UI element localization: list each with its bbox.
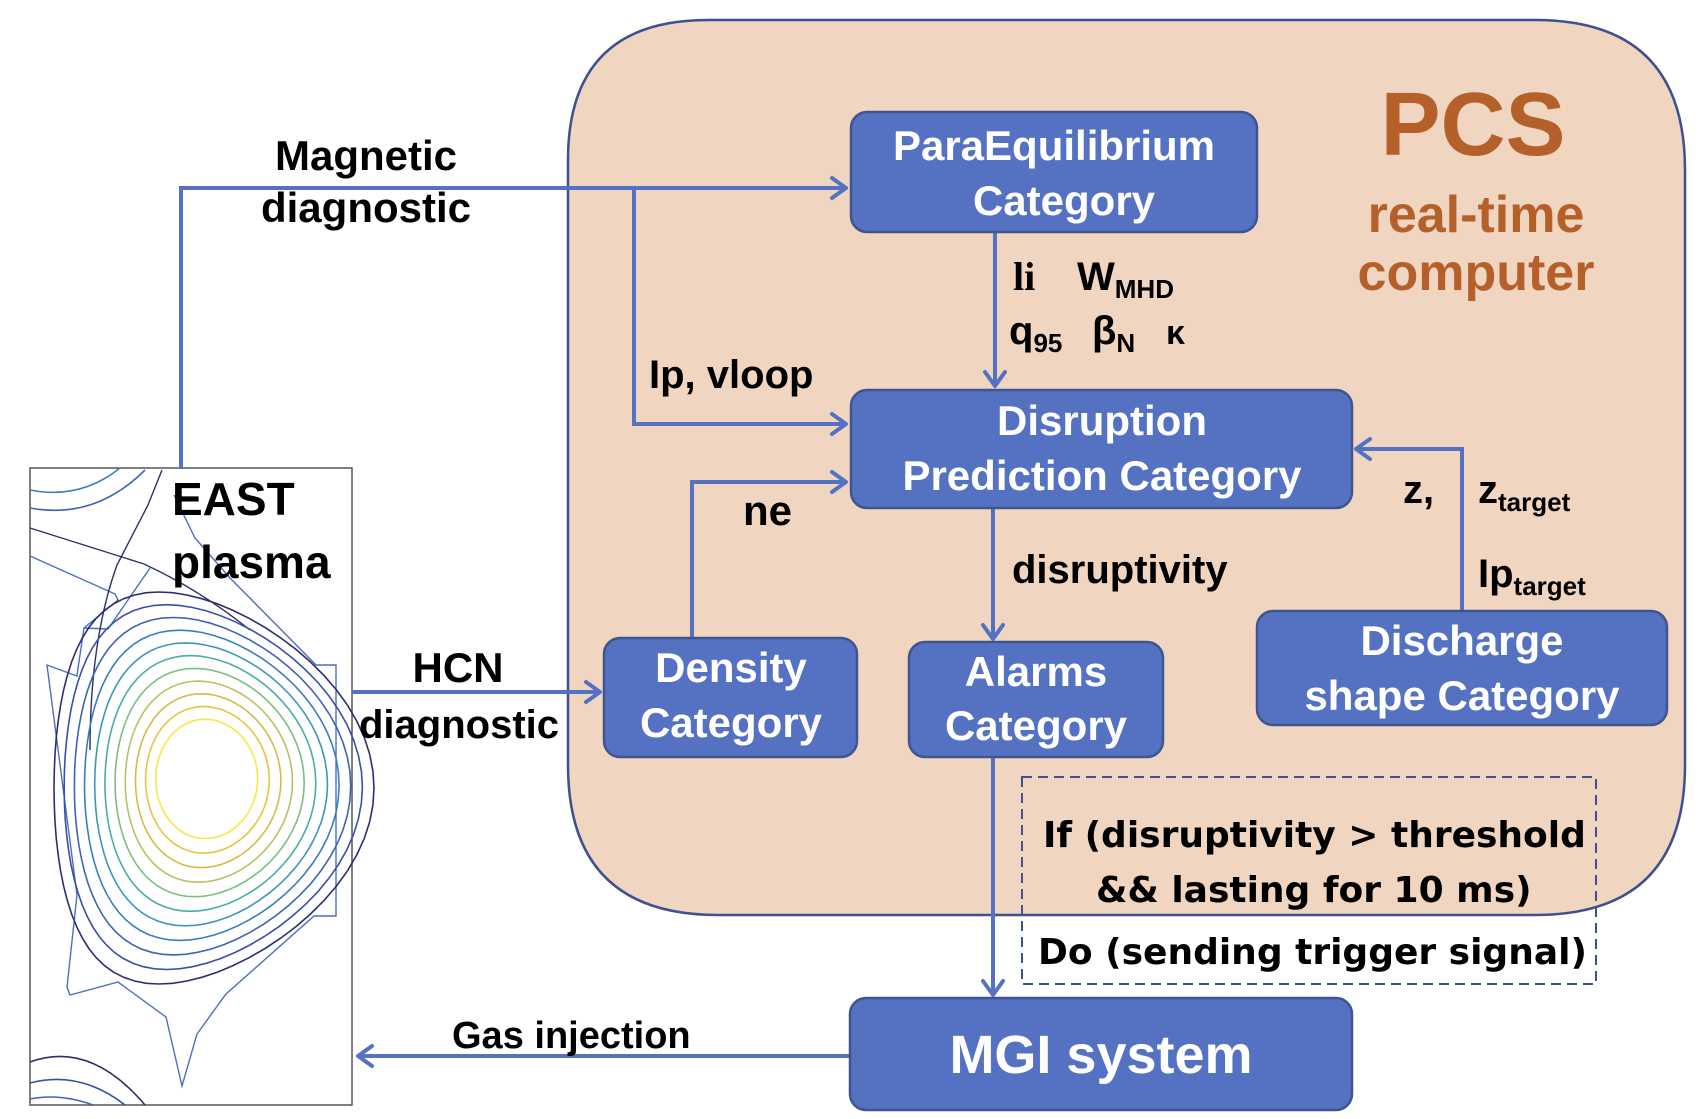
ip-vloop-label: Ip, vloop [649,353,813,397]
magnetic-label-line2: diagnostic [261,184,471,231]
alarms-label-line2: Category [945,702,1128,749]
flux-surface [124,680,294,884]
separatrix-leg [89,469,163,751]
flux-surface [53,591,375,985]
divertor-flux-arc [29,1096,94,1106]
discharge-label-line1: Discharge [1360,617,1563,664]
connectors [179,176,1464,1068]
hcn-label-line2: diagnostic [359,703,559,747]
density-box[interactable] [602,636,859,759]
discharge-shape-category[interactable]: Discharge shape Category [1255,609,1669,727]
density-label-line1: Density [655,644,807,691]
pcs-subtitle-line1: real-time [1368,186,1585,244]
alarms-label-line1: Alarms [965,648,1107,695]
param-beta: β [1092,309,1116,353]
trigger-logic-line1: If (disruptivity > threshold [1043,815,1586,856]
param-w-sub: MHD [1115,274,1174,304]
param-beta-sub: N [1116,328,1135,358]
arrow-head-ne [830,470,848,494]
east-plasma-panel: EAST plasma [29,467,375,1106]
paraequilibrium-label-line2: Category [973,177,1156,224]
vessel-wall-segment [29,494,337,1089]
trigger-logic-line3: Do (sending trigger signal) [1038,932,1587,973]
plasma-frame [29,467,353,1106]
plasma-title-line2: plasma [172,536,331,588]
arrow-head-paraequilibrium [830,176,848,200]
plasma-title-line1: EAST [172,473,295,525]
param-ip-sub: target [1514,571,1587,601]
pcs-title: PCS [1380,75,1565,175]
hcn-label-line1: HCN [413,644,504,691]
discharge-box[interactable] [1255,609,1669,727]
density-category[interactable]: Density Category [602,636,859,759]
trigger-logic-line2: && lasting for 10 ms) [1096,870,1532,911]
magnetic-label-line1: Magnetic [275,132,457,179]
arrow-head-hcn [584,680,602,704]
param-betan: βN [1092,309,1135,358]
disruptivity-label: disruptivity [1012,548,1228,592]
arrow-head-gas [356,1044,374,1068]
param-q95: q95 [1009,309,1062,358]
disruption-label-line2: Prediction Category [902,452,1302,499]
mgi-system[interactable]: MGI system [848,996,1354,1112]
flux-surface [93,642,329,927]
mgi-box[interactable] [848,996,1354,1112]
density-label-line2: Category [640,699,823,746]
arrow-head-disruptivity [981,623,1005,641]
gas-injection-label: Gas injection [452,1015,691,1057]
param-w: W [1077,255,1115,299]
flux-surface [104,654,317,913]
arrow-head-ip-vloop [830,412,848,436]
param-q-sub: 95 [1033,328,1062,358]
flux-surface [114,667,306,898]
param-kappa: κ [1166,314,1185,352]
param-ztarget-sub: target [1498,487,1571,517]
flux-surface [73,616,352,956]
trigger-logic-box [1021,776,1597,985]
ne-line [690,480,846,637]
alarms-box[interactable] [907,640,1165,759]
mgi-label: MGI system [949,1025,1252,1085]
divertor-flux-arc [29,1078,126,1106]
pcs-subtitle-line2: computer [1358,244,1595,302]
flux-surface-contours [53,591,375,985]
shape-parameters: z, ztarget Iptarget [1403,468,1586,601]
arrow-head-equilibrium [983,370,1007,388]
alarms-category[interactable]: Alarms Category [907,640,1165,759]
separatrix-leg [29,527,251,631]
param-ip-main: Ip [1478,552,1514,596]
param-iptarget: Iptarget [1478,552,1586,601]
param-z: z, [1403,468,1434,512]
paraequilibrium-category[interactable]: ParaEquilibrium Category [849,110,1259,234]
param-wmhd: WMHD [1077,255,1174,304]
divertor-flux-arc [29,1055,146,1106]
shape-feedback-line [1356,447,1464,611]
param-li: li [1013,254,1035,299]
trigger-logic: If (disruptivity > threshold && lasting … [1021,776,1597,985]
arrow-head-shape [1354,437,1372,461]
flux-surface [154,718,259,840]
paraequilibrium-label-line1: ParaEquilibrium [893,122,1215,169]
param-ztarget: ztarget [1478,468,1571,517]
paraequilibrium-box[interactable] [849,110,1259,234]
flux-surface [63,603,364,971]
param-ztarget-main: z [1478,468,1498,512]
arrow-head-trigger [981,979,1005,997]
ne-label: ne [743,487,792,534]
divertor-flux-arc [29,469,146,512]
vessel-wall-segment [83,567,151,630]
magnetic-diagnostic-line [179,186,846,468]
disruption-label-line1: Disruption [997,397,1207,444]
disruption-prediction-category[interactable]: Disruption Prediction Category [849,388,1354,510]
param-q: q [1009,309,1033,353]
flux-surface [83,629,340,942]
vessel-wall-outline [29,467,337,1106]
divertor-flux-arc [29,467,121,494]
flux-surface [134,692,282,869]
flux-surface [144,705,271,854]
disruption-box[interactable] [849,388,1354,510]
discharge-label-line2: shape Category [1304,672,1620,719]
ip-vloop-line [632,188,846,426]
equilibrium-parameters: li WMHD q95 βN κ [1009,254,1185,358]
